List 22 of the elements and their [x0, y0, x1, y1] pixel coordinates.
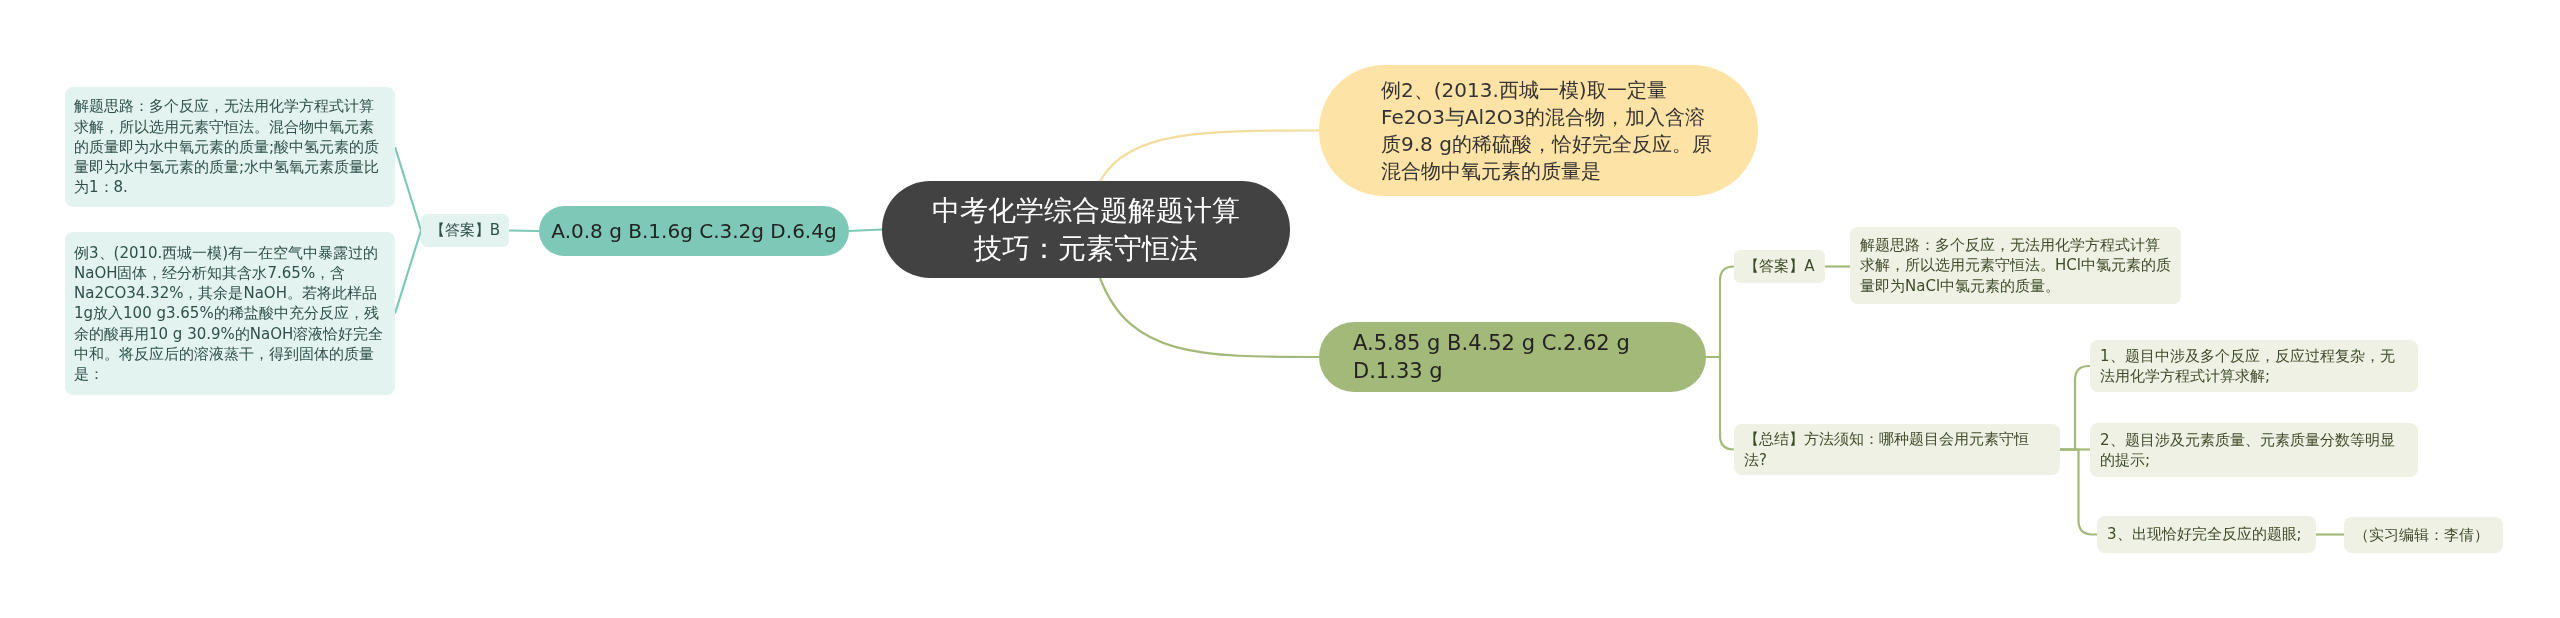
note-box: （实习编辑：李倩） [2344, 517, 2503, 553]
note-box: 解题思路：多个反应，无法用化学方程式计算求解，所以选用元素守恒法。HCl中氯元素的质量即为NaCl中氯元素的质量。 [1850, 227, 2181, 304]
connector-line [1099, 129, 1319, 182]
note-box: 【总结】方法须知：哪种题目会用元素守恒法? [1734, 424, 2060, 475]
note-box: 1、题目中涉及多个反应，反应过程复杂，无法用化学方程式计算求解; [2090, 340, 2418, 392]
answer-tag: 【答案】B [421, 214, 509, 247]
note-box: 解题思路：多个反应，无法用化学方程式计算求解，所以选用元素守恒法。混合物中氧元素的质量即为水中氧元素的质量;酸中氢元素的质量即为水中氢元素的质量;水中氢氧元素质量比为1：8. [65, 87, 395, 207]
connector-line [1099, 277, 1319, 359]
note-box: 例3、(2010.西城一模)有一在空气中暴露过的NaOH固体，经分析知其含水7.65%，含Na2CO34.32%，其余是NaOH。若将此样品1g放入100 g3.65%的稀盐酸中充分反应，残余的酸再用10 g 30.9%的NaOH溶液恰好完全中和。将反应后的溶液蒸干，得到固体的质量是： [65, 232, 395, 395]
note-box: 2、题目涉及元素质量、元素质量分数等明显的提示; [2090, 423, 2418, 477]
topic-box: A.5.85 g B.4.52 g C.2.62 g D.1.33 g [1319, 322, 1706, 392]
topic-box: 例2、(2013.西城一模)取一定量Fe2O3与Al2O3的混合物，加入含溶质9.8 g的稀硫酸，恰好完全反应。原混合物中氧元素的质量是 [1319, 65, 1758, 196]
connector-line [2316, 533, 2344, 536]
answer-tag: 【答案】A [1734, 250, 1825, 283]
connector-line [508, 229, 540, 233]
connector-line [1825, 265, 1850, 268]
connector-line [393, 230, 423, 314]
topic-box: A.0.8 g B.1.6g C.3.2g D.6.4g [539, 206, 849, 256]
note-box: 3、出现恰好完全反应的题眼; [2097, 516, 2316, 553]
connector-line [393, 146, 423, 231]
connector-line [848, 228, 883, 233]
root-topic: 中考化学综合题解题计算技巧：元素守恒法 [882, 181, 1290, 278]
